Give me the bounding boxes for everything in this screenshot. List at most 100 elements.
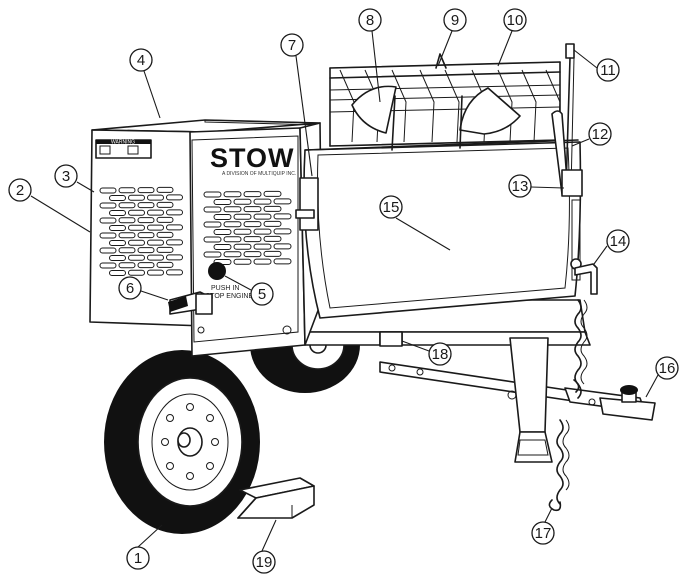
callout-number: 7 bbox=[288, 37, 296, 54]
callout-circle bbox=[596, 58, 620, 82]
callout-4: 4 bbox=[129, 48, 161, 119]
callout-18: 18 bbox=[401, 340, 452, 366]
callout-circle bbox=[588, 122, 612, 146]
callout-leader bbox=[137, 524, 163, 548]
vent-slot bbox=[243, 221, 262, 228]
vent-slot bbox=[203, 191, 222, 198]
vent-slot bbox=[156, 246, 174, 253]
callout-circle bbox=[428, 342, 452, 366]
vent-slot bbox=[223, 236, 242, 243]
callout-circle bbox=[252, 550, 276, 574]
callout-number: 9 bbox=[451, 12, 459, 29]
callout-leader bbox=[76, 181, 95, 193]
callout-13: 13 bbox=[508, 174, 565, 198]
grate-bar bbox=[444, 69, 460, 143]
callout-circle bbox=[443, 8, 467, 32]
vent-slot bbox=[243, 206, 262, 213]
brand-tagline: A DIVISION OF MULTIQUIP INC. bbox=[222, 171, 296, 177]
vent-slot bbox=[147, 224, 164, 231]
vent-slot bbox=[128, 194, 145, 201]
brand-logo: STOW bbox=[210, 143, 295, 173]
vent-slot bbox=[137, 202, 155, 209]
vent-slots-right bbox=[203, 190, 292, 265]
vent-slot bbox=[253, 258, 272, 265]
vent-slot bbox=[273, 228, 292, 235]
callout-leader bbox=[593, 245, 608, 265]
drum-latch bbox=[574, 263, 598, 295]
vent-slot bbox=[99, 202, 117, 209]
callout-leader bbox=[224, 275, 252, 291]
callout-circle bbox=[606, 229, 630, 253]
vent-slot bbox=[273, 243, 292, 250]
callout-circle bbox=[358, 8, 382, 32]
vent-slot bbox=[166, 209, 183, 216]
vent-slot bbox=[147, 239, 164, 246]
vent-slot bbox=[203, 221, 222, 228]
vent-slot bbox=[99, 217, 117, 224]
callout-circle bbox=[379, 195, 403, 219]
callout-circle bbox=[250, 282, 274, 306]
grease-fitting bbox=[379, 331, 403, 347]
vent-slot bbox=[109, 195, 126, 201]
callout-circle bbox=[129, 48, 153, 72]
vent-slot bbox=[109, 240, 126, 246]
callout-8: 8 bbox=[358, 8, 382, 103]
front-wheel bbox=[104, 350, 260, 534]
vent-slot bbox=[223, 206, 242, 213]
callout-14: 14 bbox=[593, 229, 630, 265]
mixing-drum bbox=[295, 139, 582, 319]
grate-bar bbox=[391, 69, 407, 143]
vent-slot bbox=[128, 209, 145, 216]
callout-leader bbox=[530, 186, 565, 189]
stand-leg bbox=[507, 337, 553, 463]
callout-3: 3 bbox=[54, 164, 95, 193]
vent-slot bbox=[253, 198, 272, 205]
callout-2: 2 bbox=[8, 178, 91, 233]
vent-slot bbox=[109, 255, 126, 261]
vent-slot bbox=[109, 225, 126, 231]
vent-slot bbox=[263, 250, 282, 257]
callout-number: 19 bbox=[256, 554, 273, 571]
callout-circle bbox=[531, 521, 555, 545]
callout-number: 10 bbox=[507, 12, 524, 29]
vent-slot bbox=[253, 228, 272, 235]
vent-slot bbox=[166, 269, 183, 276]
vent-slot bbox=[156, 201, 174, 208]
vent-slot bbox=[203, 251, 222, 258]
vent-slot bbox=[99, 247, 117, 254]
callout-15: 15 bbox=[379, 195, 451, 251]
callout-circle bbox=[503, 8, 527, 32]
vent-slot bbox=[166, 194, 183, 201]
callout-leader bbox=[371, 30, 381, 103]
callout-7: 7 bbox=[280, 33, 313, 177]
callout-leader bbox=[573, 49, 598, 69]
vent-slot bbox=[156, 231, 174, 238]
vent-slot bbox=[233, 228, 252, 235]
engine-stop-button: PUSH IN TO STOP ENGINE bbox=[194, 262, 253, 300]
grate-bar bbox=[521, 69, 537, 143]
mixing-paddles bbox=[351, 85, 521, 151]
callout-9: 9 bbox=[437, 8, 467, 67]
vent-slot bbox=[156, 216, 174, 223]
vent-slot bbox=[128, 269, 145, 276]
vent-slot bbox=[213, 199, 232, 205]
vent-slot bbox=[213, 214, 232, 220]
vent-slot bbox=[99, 262, 117, 269]
vent-slot bbox=[243, 191, 262, 198]
callout-leader bbox=[497, 30, 513, 67]
callout-circle bbox=[118, 276, 142, 300]
callout-number: 16 bbox=[659, 360, 676, 377]
callout-circle bbox=[126, 546, 150, 570]
vent-slot bbox=[233, 213, 252, 220]
vent-slot bbox=[118, 217, 136, 224]
callout-circle bbox=[8, 178, 32, 202]
callout-number: 17 bbox=[535, 525, 552, 542]
vent-slot bbox=[263, 190, 282, 197]
vent-slot bbox=[147, 269, 164, 276]
callout-leader bbox=[261, 519, 277, 552]
callout-leader bbox=[544, 507, 553, 523]
vent-slot bbox=[213, 244, 232, 250]
callout-17: 17 bbox=[531, 507, 555, 545]
